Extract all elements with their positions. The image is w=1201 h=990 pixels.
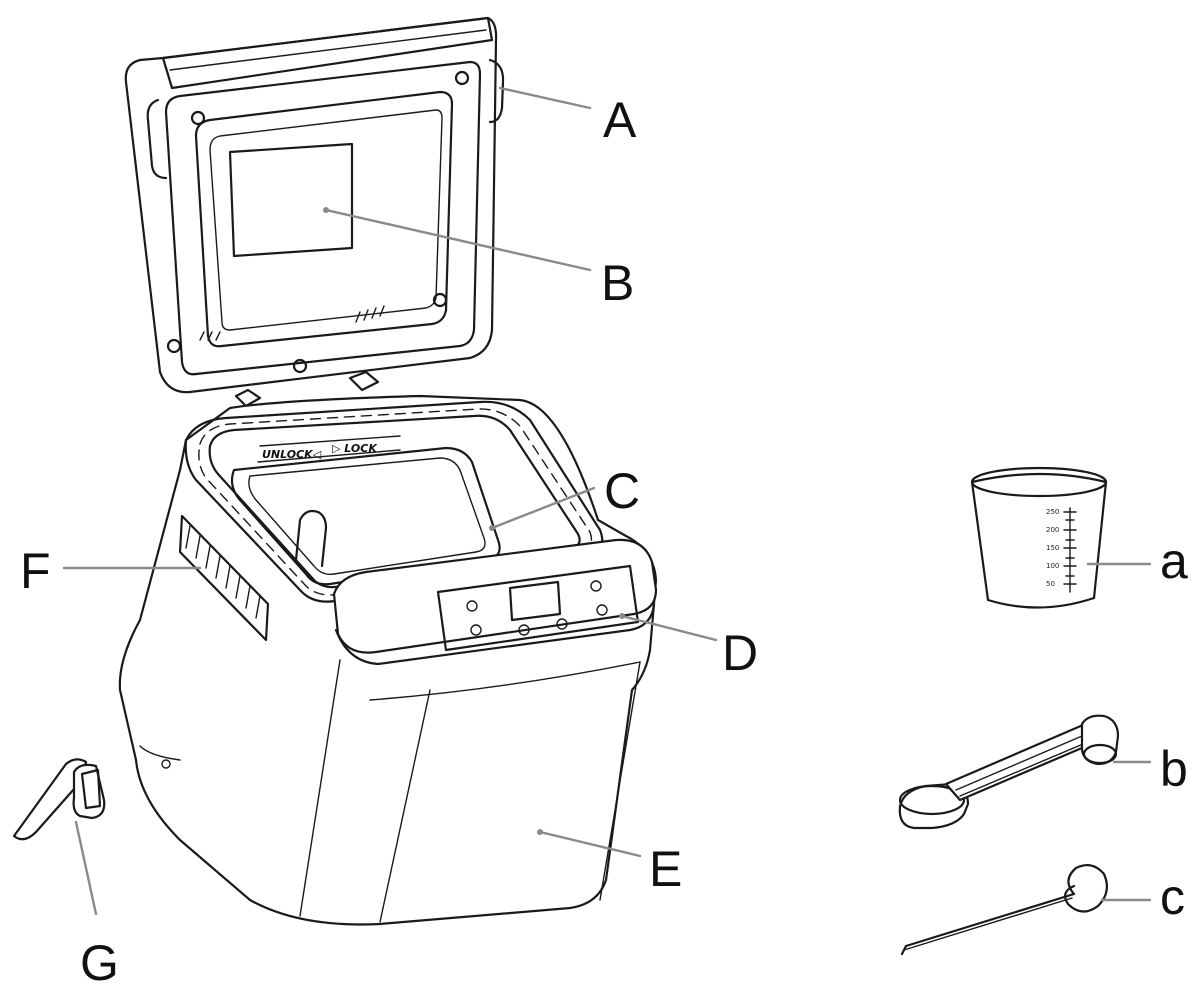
cup-scale-250: 250	[1046, 508, 1059, 516]
label-F: F	[20, 543, 51, 599]
part-labels: A B C D E F G a b c	[20, 92, 1188, 990]
lid	[124, 16, 505, 408]
cup-scale-100: 100	[1046, 562, 1059, 570]
main-housing: UNLOCK◁ ▷ LOCK	[118, 394, 658, 926]
cup-scale-50: 50	[1046, 580, 1055, 588]
kneading-paddle	[12, 758, 106, 841]
measuring-cup: 250 200 150 100 50	[970, 466, 1108, 609]
cup-scale-150: 150	[1046, 544, 1059, 552]
label-a: a	[1160, 533, 1188, 589]
label-B: B	[601, 255, 634, 311]
label-G: G	[80, 935, 119, 990]
label-E: E	[649, 841, 682, 897]
label-b: b	[1160, 741, 1188, 797]
label-A: A	[603, 92, 637, 148]
removal-hook	[900, 863, 1109, 956]
lock-embossed-text: ▷ LOCK	[332, 442, 378, 455]
label-C: C	[604, 463, 640, 519]
measuring-spoon	[898, 714, 1120, 830]
leader-lines	[62, 86, 1152, 916]
label-c: c	[1160, 869, 1185, 925]
label-D: D	[722, 625, 758, 681]
cup-scale-200: 200	[1046, 526, 1059, 534]
side-vents	[178, 514, 270, 642]
